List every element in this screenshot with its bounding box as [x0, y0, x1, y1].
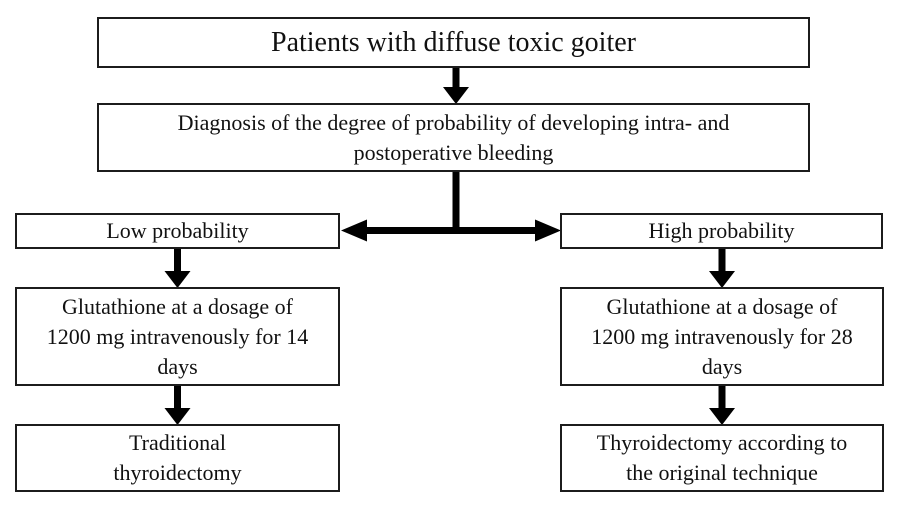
node-low-probability-label: Low probability — [106, 218, 249, 243]
node-low-probability: Low probability — [15, 213, 340, 249]
node-patients: Patients with diffuse toxic goiter — [97, 17, 810, 68]
node-original-technique-thyroidectomy: Thyroidectomy according to the original … — [560, 424, 884, 492]
node-glutathione-28-days: Glutathione at a dosage of 1200 mg intra… — [560, 287, 884, 386]
node-high-probability: High probability — [560, 213, 883, 249]
node-original-technique-thyroidectomy-label: Thyroidectomy according to the original … — [596, 430, 848, 485]
arrow-glutathione-to-traditional — [164, 386, 191, 425]
node-diagnosis-label: Diagnosis of the degree of probability o… — [177, 109, 730, 165]
node-glutathione-14-days: Glutathione at a dosage of 1200 mg intra… — [15, 287, 340, 386]
node-traditional-thyroidectomy: Traditional thyroidectomy — [15, 424, 340, 492]
node-traditional-thyroidectomy-label: Traditional thyroidectomy — [113, 430, 242, 485]
node-diagnosis: Diagnosis of the degree of probability o… — [97, 103, 810, 172]
node-high-probability-label: High probability — [648, 218, 795, 243]
arrow-glutathione-to-original — [709, 386, 735, 425]
node-glutathione-28-days-label: Glutathione at a dosage of 1200 mg intra… — [591, 293, 853, 379]
node-patients-label: Patients with diffuse toxic goiter — [271, 26, 636, 58]
arrow-low-to-glutathione — [164, 249, 191, 288]
arrow-patients-to-diagnosis — [443, 68, 469, 104]
arrow-split-low-high — [341, 172, 561, 242]
node-glutathione-14-days-label: Glutathione at a dosage of 1200 mg intra… — [46, 293, 309, 379]
arrow-high-to-glutathione — [709, 249, 735, 288]
